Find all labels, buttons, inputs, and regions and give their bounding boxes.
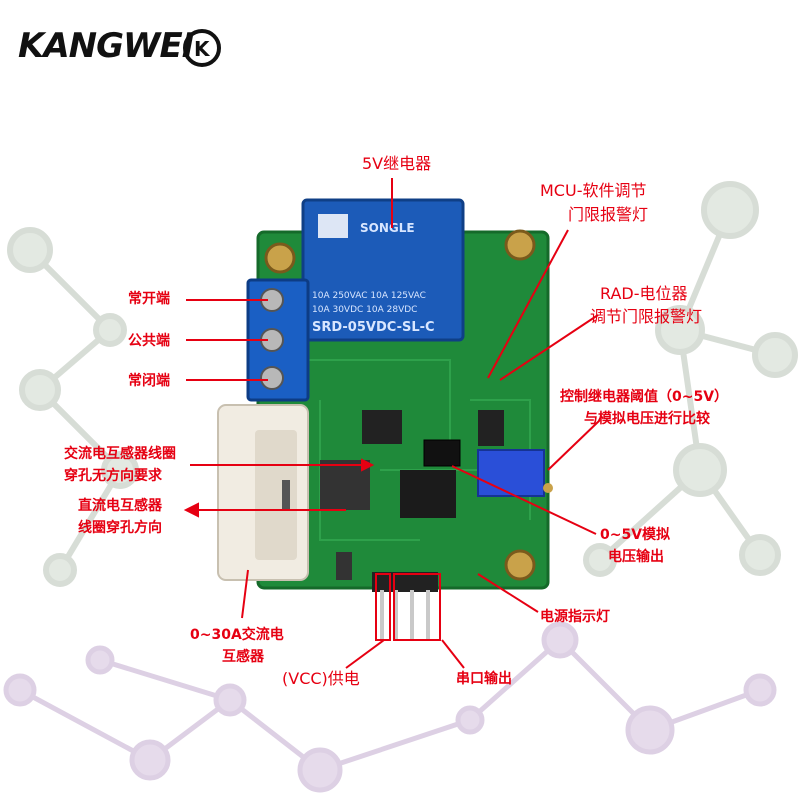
brand-badge-letter: K bbox=[194, 37, 211, 61]
label-rad-line2: 调节门限报警灯 bbox=[590, 307, 703, 326]
brand-wordmark: KANGWEI bbox=[18, 26, 194, 66]
label-vcc: (VCC)供电 bbox=[282, 669, 360, 688]
label-sensor-line1: 0~30A交流电 bbox=[190, 627, 284, 643]
label-mcu-line1: MCU-软件调节 bbox=[540, 181, 647, 200]
label-common: 公共端 bbox=[128, 333, 170, 349]
label-mcu-line2: 门限报警灯 bbox=[568, 205, 649, 224]
relay-rating-1: 10A 250VAC 10A 125VAC bbox=[312, 291, 426, 301]
label-rad-line1: RAD-电位器 bbox=[600, 284, 688, 303]
label-ac-line1: 交流电互感器线圈 bbox=[64, 446, 176, 462]
label-ac-line2: 穿孔无方向要求 bbox=[64, 468, 162, 484]
label-power-led: 电源指示灯 bbox=[540, 609, 610, 625]
label-dc-line1: 直流电互感器 bbox=[78, 498, 162, 514]
label-normally-open: 常开端 bbox=[128, 291, 170, 307]
mounting-screws bbox=[264, 229, 536, 581]
components bbox=[320, 410, 553, 580]
label-dc-line2: 线圈穿孔方向 bbox=[78, 520, 162, 536]
relay-brand-print: SONGLE bbox=[360, 221, 415, 235]
header-pins bbox=[372, 572, 438, 640]
network-background bbox=[7, 181, 798, 587]
network-background-purple bbox=[3, 621, 777, 793]
label-analog-line1: 0~5V模拟 bbox=[600, 527, 671, 543]
terminal-block bbox=[246, 278, 310, 402]
label-serial: 串口输出 bbox=[456, 671, 512, 687]
label-threshold-line1: 控制继电器阈值（0~5V） bbox=[560, 389, 729, 405]
label-normally-closed: 常闭端 bbox=[128, 373, 170, 389]
brand-logo-icon: K bbox=[183, 29, 221, 67]
label-sensor-line2: 互感器 bbox=[222, 649, 264, 665]
label-threshold-line2: 与模拟电压进行比较 bbox=[584, 411, 710, 427]
label-analog-line2: 电压输出 bbox=[608, 549, 664, 565]
current-transformer bbox=[217, 404, 309, 581]
relay-model: SRD-05VDC-SL-C bbox=[312, 320, 435, 335]
callout-lines bbox=[183, 178, 601, 669]
relay: SONGLE 10A 250VAC 10A 125VAC 10A 30VDC 1… bbox=[301, 198, 465, 342]
relay-rating-2: 10A 30VDC 10A 28VDC bbox=[312, 305, 417, 315]
label-relay: 5V继电器 bbox=[362, 154, 432, 173]
